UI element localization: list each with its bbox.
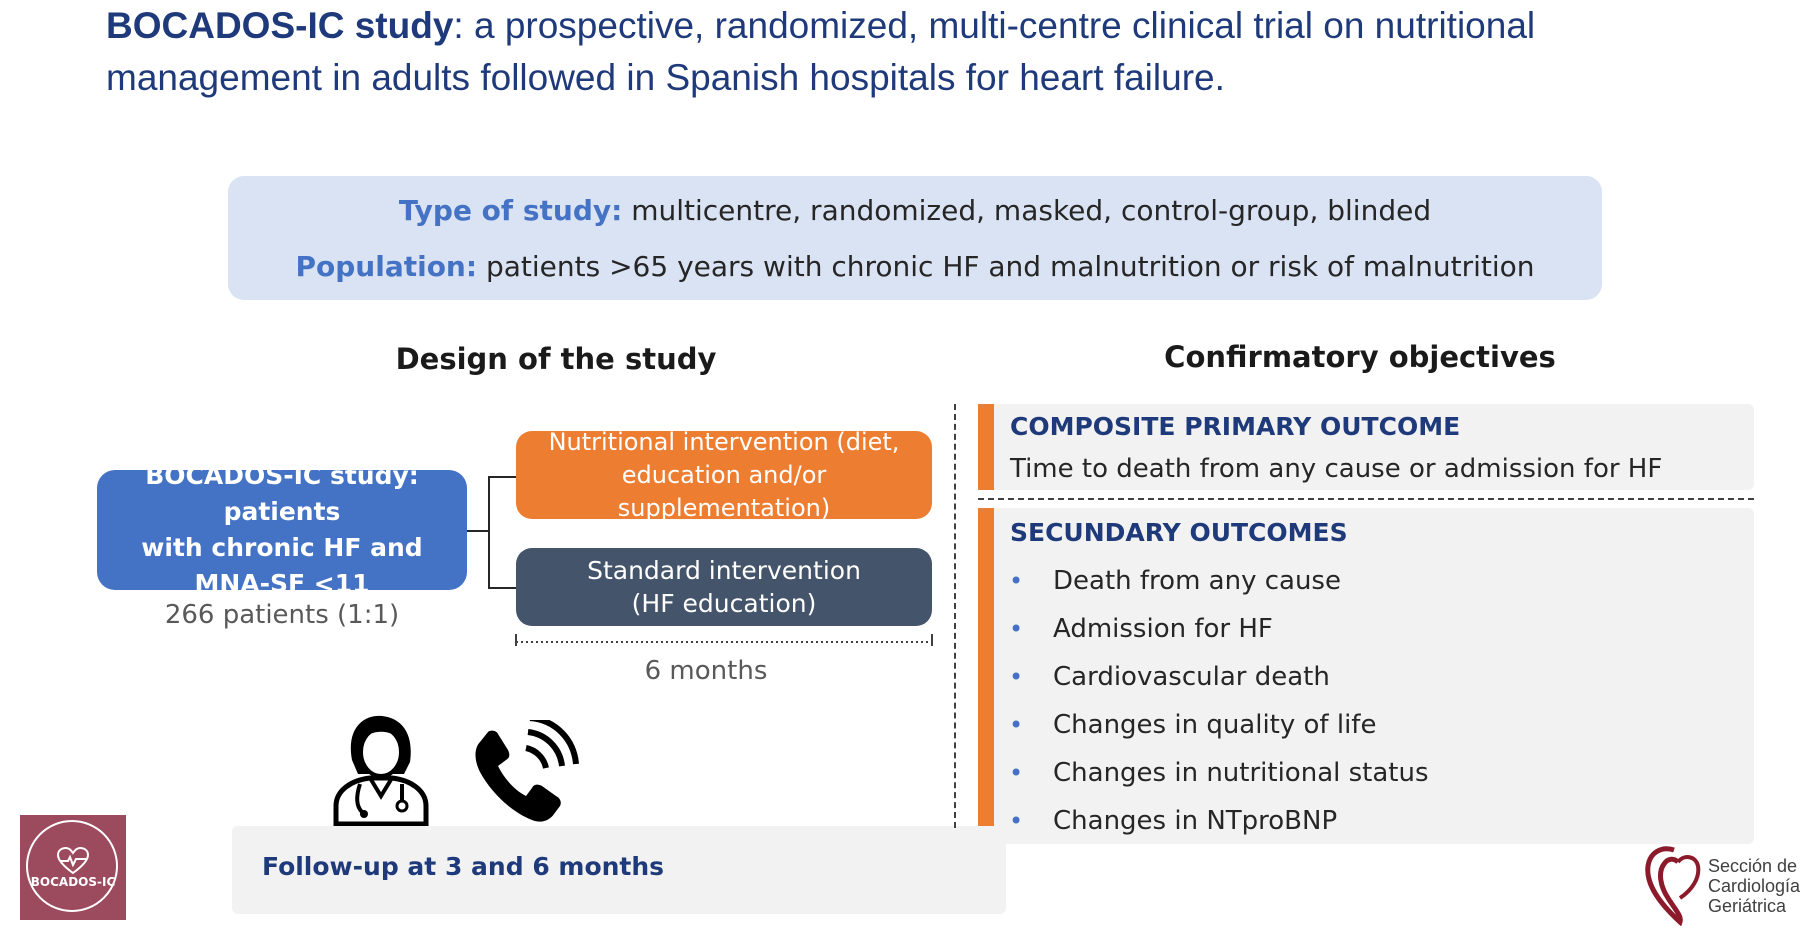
seccion-line: Sección de	[1708, 856, 1798, 876]
connector-to-standard	[488, 587, 516, 589]
vertical-divider	[954, 404, 956, 828]
primary-accent-bar	[978, 404, 994, 490]
design-heading: Design of the study	[395, 342, 717, 376]
list-item: Changes in nutritional status	[1005, 754, 1429, 802]
followup-box	[232, 826, 1006, 914]
population-line: Population: patients >65 years with chro…	[228, 250, 1602, 283]
connector-stub	[467, 530, 489, 532]
connector-to-nutritional	[488, 476, 516, 478]
patients-label-line: MNA-SF <11	[194, 569, 370, 598]
standard-line: (HF education)	[631, 589, 817, 618]
nutritional-line: Nutritional intervention (diet,	[548, 427, 900, 456]
type-of-study-value: multicentre, randomized, masked, control…	[622, 194, 1432, 227]
title-description: : a prospective, randomized, multi-centr…	[106, 5, 1536, 98]
patients-count: 266 patients (1:1)	[164, 600, 400, 630]
connector-vertical	[488, 476, 490, 588]
secondary-outcomes-list: Death from any cause Admission for HF Ca…	[1005, 562, 1429, 850]
followup-text: Follow-up at 3 and 6 months	[262, 852, 665, 881]
doctor-icon	[333, 715, 429, 826]
seccion-line: Geriátrica	[1708, 896, 1787, 916]
patients-label-line: BOCADOS-IC study: patients	[145, 461, 419, 526]
standard-intervention-box: Standard intervention (HF education)	[516, 548, 932, 626]
nutritional-line: education and/or supplementation)	[617, 460, 831, 522]
list-item: Death from any cause	[1005, 562, 1429, 610]
patients-box: BOCADOS-IC study: patients with chronic …	[97, 461, 467, 598]
seccion-line: Cardiología	[1708, 876, 1800, 896]
logo-ring	[26, 820, 118, 912]
primary-outcome-box	[978, 404, 1754, 490]
list-item: Admission for HF	[1005, 610, 1429, 658]
bocados-logo-text: BOCADOS-IC	[30, 875, 116, 889]
outcomes-divider	[978, 498, 1754, 500]
page-title: BOCADOS-IC study: a prospective, randomi…	[106, 0, 1666, 104]
nutritional-intervention-box: Nutritional intervention (diet, educatio…	[516, 428, 932, 522]
phone-icon	[475, 720, 579, 822]
secondary-accent-bar	[978, 508, 994, 826]
primary-outcome-heading: COMPOSITE PRIMARY OUTCOME	[1010, 412, 1461, 441]
type-of-study-line: Type of study: multicentre, randomized, …	[228, 194, 1602, 227]
duration-timeline	[515, 634, 933, 646]
patients-label-line: with chronic HF and	[141, 533, 423, 562]
heart-icon	[56, 847, 90, 875]
list-item: Changes in NTproBNP	[1005, 802, 1429, 850]
seccion-logo-text: Sección de Cardiología Geriátrica	[1708, 856, 1800, 916]
duration-label: 6 months	[644, 656, 768, 686]
title-study-name: BOCADOS-IC study	[106, 5, 454, 46]
list-item: Changes in quality of life	[1005, 706, 1429, 754]
population-label: Population:	[295, 250, 478, 283]
secondary-outcomes-heading: SECUNDARY OUTCOMES	[1010, 518, 1348, 547]
study-info-box: Type of study: multicentre, randomized, …	[228, 176, 1602, 300]
population-value: patients >65 years with chronic HF and m…	[477, 250, 1535, 283]
standard-line: Standard intervention	[587, 556, 861, 585]
patients-label: BOCADOS-IC study: patients with chronic …	[97, 458, 467, 602]
primary-outcome-description: Time to death from any cause or admissio…	[1010, 454, 1663, 484]
seccion-heart-icon	[1645, 846, 1701, 926]
type-of-study-label: Type of study:	[398, 194, 623, 227]
objectives-heading: Confirmatory objectives	[1164, 340, 1556, 374]
bocados-logo: BOCADOS-IC	[20, 815, 126, 920]
list-item: Cardiovascular death	[1005, 658, 1429, 706]
